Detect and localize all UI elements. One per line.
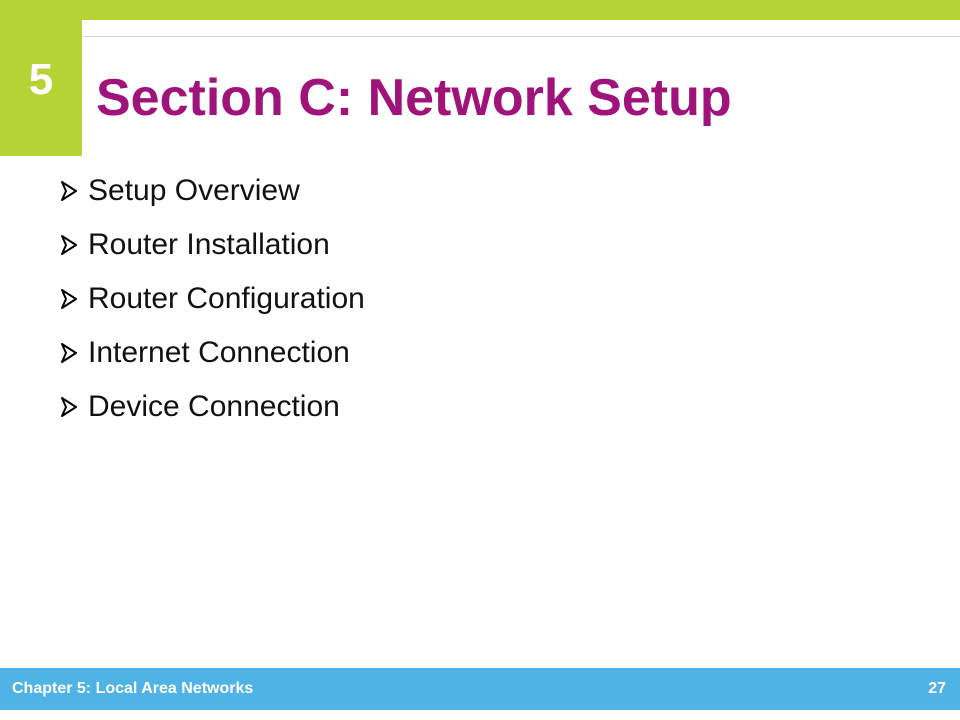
list-item: Setup Overview [50,164,365,218]
arrow-bullet-icon [50,176,88,206]
list-item: Router Installation [50,218,365,272]
chapter-badge: 5 [0,0,82,156]
arrow-bullet-icon [50,284,88,314]
list-item: Device Connection [50,380,365,434]
bullet-text: Router Configuration [88,282,365,315]
footer-page-number: 27 [928,680,946,697]
arrow-bullet-icon [50,392,88,422]
bullet-text: Device Connection [88,390,340,423]
slide-title: Section C: Network Setup [96,69,732,127]
chapter-number: 5 [28,55,54,104]
bullet-text: Setup Overview [88,174,300,207]
footer-chapter-title: Chapter 5: Local Area Networks [12,680,254,697]
arrow-bullet-icon [50,230,88,260]
bullet-text: Internet Connection [88,336,350,369]
list-item: Router Configuration [50,272,365,326]
bullet-text: Router Installation [88,228,330,261]
top-accent-bar [0,0,960,20]
footer-bar: Chapter 5: Local Area Networks 27 [0,668,960,710]
list-item: Internet Connection [50,326,365,380]
bullet-list: Setup Overview Router Installation Route… [50,164,365,434]
arrow-bullet-icon [50,338,88,368]
title-divider [82,20,960,37]
